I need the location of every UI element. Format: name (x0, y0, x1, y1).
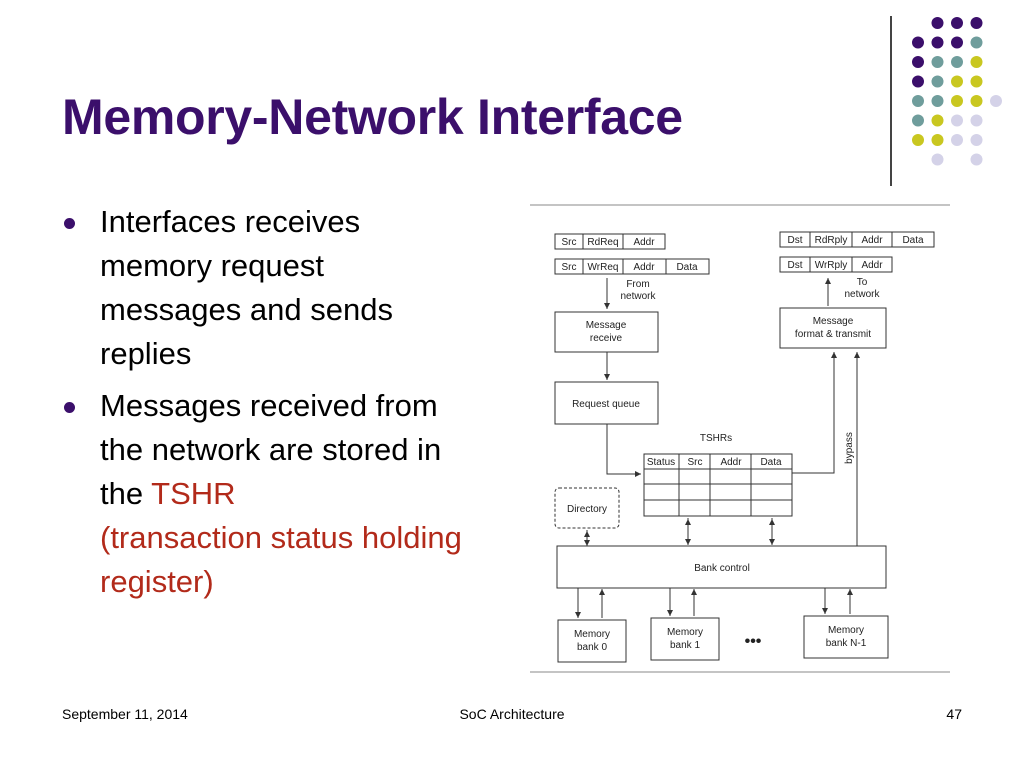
header-cell: Addr (633, 237, 655, 248)
header-cell: RdRply (815, 235, 848, 246)
decorative-dot (970, 17, 983, 29)
bullet-text: Interfaces receives memory request messa… (100, 204, 393, 371)
bullet-item: Interfaces receives memory request messa… (62, 200, 462, 376)
header-cell: Dst (788, 260, 803, 271)
memory-bank-n1-box (803, 615, 889, 659)
decorative-dot (931, 114, 944, 127)
decorative-dot (912, 36, 924, 49)
message-receive-box (554, 311, 659, 353)
to-network-label: network (844, 289, 880, 300)
decorative-dot (951, 56, 963, 68)
header-cell: WrRply (815, 260, 848, 271)
footer-date: September 11, 2014 (62, 706, 188, 722)
header-cell: Src (562, 237, 577, 248)
header-cell: Addr (633, 262, 655, 273)
header-cell: Src (562, 262, 577, 273)
header-cell: Data (902, 235, 924, 246)
header-cell: Src (688, 457, 703, 468)
bullet-dot-icon (64, 402, 75, 413)
decorative-dot (912, 56, 924, 68)
bullet-item: Messages received from the network are s… (62, 384, 462, 604)
decorative-dot (990, 95, 1002, 107)
bullet-dot-icon (64, 218, 75, 229)
from-network-label: From (626, 279, 649, 290)
message-receive-label: Message (586, 320, 627, 331)
decorative-dot (912, 114, 924, 127)
decorative-dot (970, 75, 983, 88)
title-divider-line (890, 16, 892, 186)
memory-bank-label: bank N-1 (826, 638, 867, 649)
decorative-dot (970, 114, 983, 127)
decorative-dot (951, 95, 963, 107)
memory-bank-1-box (650, 617, 720, 661)
header-cell: Addr (861, 260, 883, 271)
from-network-label: network (620, 291, 656, 302)
directory-box (554, 487, 620, 529)
header-cell: Addr (861, 235, 883, 246)
decorative-dot (951, 75, 963, 88)
slide-title: Memory-Network Interface (62, 89, 683, 145)
wr-rply-header: Dst WrRply Addr (779, 256, 893, 273)
decorative-dot (951, 134, 963, 146)
decorative-dot (931, 75, 944, 88)
header-cell: Addr (720, 457, 742, 468)
decorative-dot (931, 134, 944, 146)
bank-control-label: Bank control (694, 563, 750, 574)
decorative-dot (912, 75, 924, 88)
memory-bank-label: Memory (828, 625, 864, 636)
decorative-dot (970, 56, 983, 68)
bank-control-box (556, 545, 887, 589)
message-transmit-label: Message (813, 316, 854, 327)
memory-bank-label: bank 0 (577, 642, 607, 653)
decorative-dot (912, 95, 924, 107)
bullet-list: Interfaces receives memory request messa… (62, 200, 462, 612)
header-cell: Data (676, 262, 698, 273)
header-cell: Data (760, 457, 782, 468)
decorative-dot (951, 17, 963, 29)
bullet-text: Messages received from the network are s… (100, 388, 442, 511)
decorative-dot (951, 36, 963, 49)
memory-bank-label: bank 1 (670, 640, 700, 651)
request-queue-box (554, 381, 659, 425)
memory-bank-label: Memory (667, 627, 703, 638)
message-receive-label: receive (590, 333, 623, 344)
rd-rply-header: Dst RdRply Addr Data (779, 231, 935, 248)
decorative-dot-grid (912, 17, 1002, 166)
tshr-highlight: TSHR (151, 476, 236, 511)
banks-ellipsis: ••• (745, 633, 762, 650)
header-cell: RdReq (587, 237, 618, 248)
header-cell: Dst (788, 235, 803, 246)
directory-label: Directory (567, 504, 607, 515)
footer-page-number: 47 (946, 706, 962, 722)
decorative-dot (931, 36, 944, 49)
decorative-dot (951, 114, 963, 127)
decorative-dot (931, 17, 944, 29)
tshr-definition: (transaction status holding register) (100, 520, 462, 599)
rd-req-header: Src RdReq Addr (554, 233, 666, 250)
header-cell: WrReq (588, 262, 619, 273)
message-transmit-label: format & transmit (795, 329, 871, 340)
tshrs-label: TSHRs (700, 433, 732, 444)
decorative-dot (970, 36, 983, 49)
to-network-label: To (857, 277, 868, 288)
decorative-dot (931, 153, 944, 166)
decorative-dot (970, 95, 983, 107)
request-queue-label: Request queue (572, 399, 640, 410)
decorative-dot (970, 134, 983, 146)
footer-course: SoC Architecture (459, 706, 565, 722)
wr-req-header: Src WrReq Addr Data (554, 258, 710, 275)
tshr-table: Status Src Addr Data (643, 453, 793, 517)
decorative-dot (912, 134, 924, 146)
memory-bank-0-box (557, 619, 627, 663)
bypass-label: bypass (844, 432, 855, 464)
memory-network-diagram: Src RdReq Addr Src WrReq Addr Data From … (530, 204, 950, 673)
memory-bank-label: Memory (574, 629, 610, 640)
header-cell: Status (647, 457, 675, 468)
decorative-dot (970, 153, 983, 166)
decorative-dot (931, 95, 944, 107)
decorative-dot (931, 56, 944, 68)
message-transmit-box (779, 307, 887, 349)
